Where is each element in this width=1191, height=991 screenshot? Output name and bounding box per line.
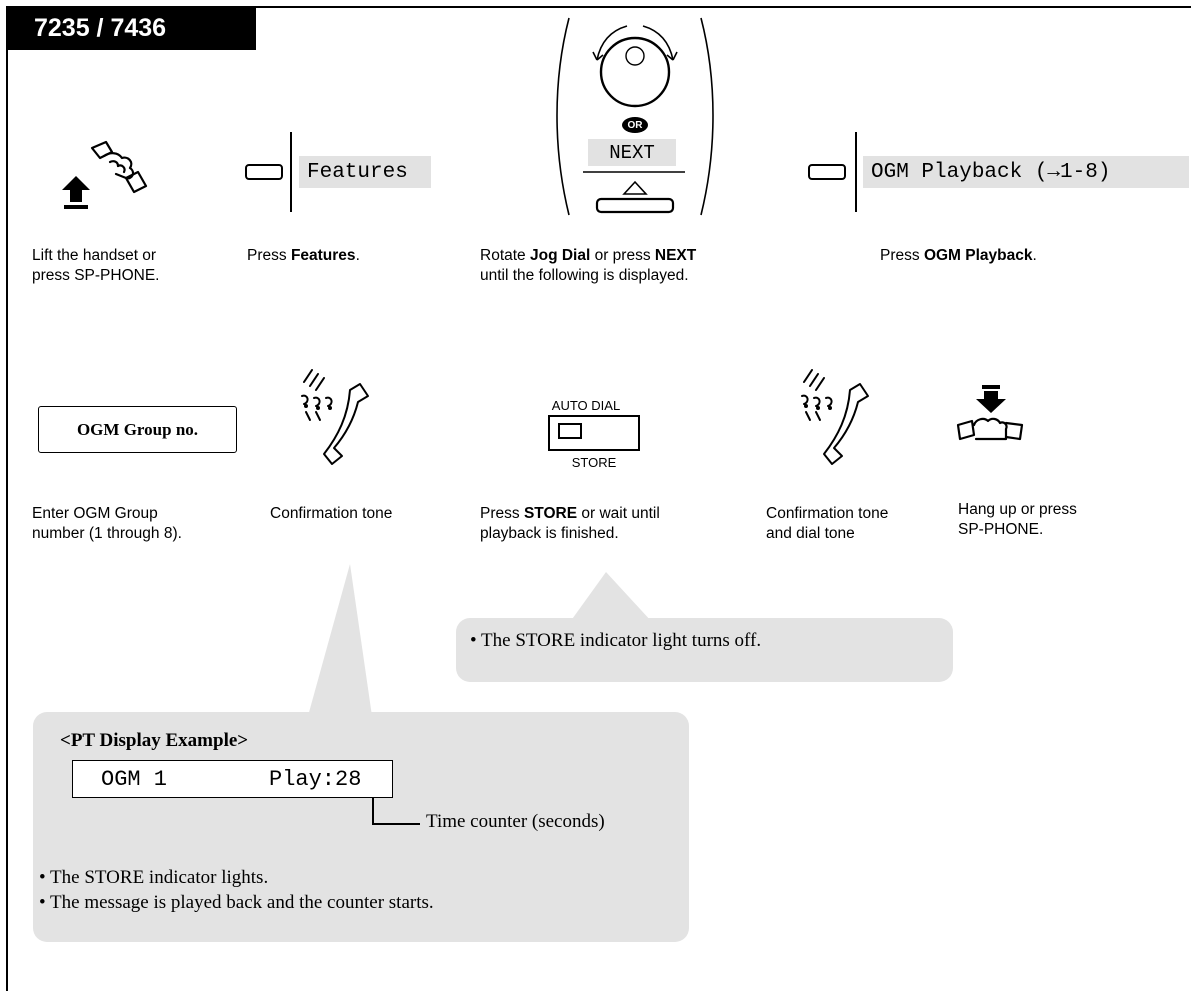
ogm-playback-soft-key[interactable] <box>808 164 846 180</box>
store-note-pointer <box>570 572 652 622</box>
pt-display-pointer <box>308 564 372 716</box>
step3-caption-line1: Rotate Jog Dial or press NEXT <box>480 246 800 266</box>
pt-display-title: <PT Display Example> <box>60 730 249 751</box>
store-key[interactable] <box>548 415 640 451</box>
confirmation-tone-handset-icon <box>301 369 369 465</box>
row2-step4-caption: Confirmation tone and dial tone <box>766 504 956 544</box>
step3-caption-bold1: Jog Dial <box>529 247 591 264</box>
next-button[interactable] <box>596 196 676 216</box>
pt-bullet-1: • The STORE indicator lights. <box>39 867 269 888</box>
row2-step3-caption-line1: Press STORE or wait until <box>480 504 740 524</box>
frame-left-border <box>6 6 8 991</box>
step3-caption-pre: Rotate <box>480 247 530 264</box>
step4-caption-pre: Press <box>880 247 924 264</box>
step4-caption-post: . <box>1032 247 1037 264</box>
handset-lift-icon <box>62 140 148 209</box>
ogm-playback-display: OGM Playback (→1-8) <box>863 156 1189 188</box>
row2-step2-caption: Confirmation tone <box>270 504 460 524</box>
display-edge-bar-2 <box>855 132 857 212</box>
step2-caption-pre: Press <box>247 247 291 264</box>
auto-dial-label: AUTO DIAL <box>551 398 621 413</box>
step3-caption-bold2: NEXT <box>654 247 697 264</box>
step2-caption-bold: Features <box>290 247 356 264</box>
row2-step1-caption-line2: number (1 through 8). <box>32 525 182 542</box>
features-soft-key[interactable] <box>245 164 283 180</box>
ogm-playback-display-text: OGM Playback (→1-8) <box>871 160 1111 184</box>
or-badge: OR <box>622 117 648 133</box>
store-off-note: • The STORE indicator light turns off. <box>456 618 953 682</box>
ogm-group-no-label: OGM Group no. <box>76 419 199 439</box>
row2-step3-caption-line2: playback is finished. <box>480 525 619 542</box>
dial-tone-handset-icon <box>801 369 869 465</box>
row2-step2-caption-line1: Confirmation tone <box>270 505 393 522</box>
pt-lcd-left: OGM 1 <box>101 767 168 792</box>
store-indicator <box>558 423 582 439</box>
row2-step5-caption: Hang up or press SP-PHONE. <box>958 500 1158 540</box>
step2-caption: Press Features. <box>247 246 437 266</box>
jog-dial-group <box>556 17 714 216</box>
pt-display-example-box: <PT Display Example> OGM 1 Play:28 Time … <box>33 712 689 942</box>
or-badge-label: OR <box>627 119 643 131</box>
step3-caption: Rotate Jog Dial or press NEXT until the … <box>480 246 800 286</box>
row2-step3-caption-pre: Press <box>480 505 524 522</box>
row2-step5-caption-line2: SP-PHONE. <box>958 521 1044 538</box>
frame-top-border <box>6 6 1191 8</box>
step1-caption-line1: Lift the handset or <box>32 247 157 264</box>
features-display-text: Features <box>307 160 408 184</box>
row2-step1-caption-line1: Enter OGM Group <box>32 505 158 522</box>
counter-leader-horizontal <box>372 823 420 825</box>
step3-caption-line2: until the following is displayed. <box>480 267 689 284</box>
store-off-note-text: • The STORE indicator light turns off. <box>470 630 762 651</box>
next-display: NEXT <box>588 139 676 166</box>
model-tab: 7235 / 7436 <box>6 6 256 50</box>
pt-lcd-right: Play:28 <box>269 767 362 792</box>
features-display: Features <box>299 156 431 188</box>
row2-step1-caption: Enter OGM Group number (1 through 8). <box>32 504 252 544</box>
step1-caption: Lift the handset or press SP-PHONE. <box>32 246 232 286</box>
row2-step3-caption-post: or wait until <box>577 505 660 522</box>
row2-step4-caption-line2: and dial tone <box>766 525 855 542</box>
counter-leader-vertical <box>372 798 374 824</box>
pt-bullet-2: • The message is played back and the cou… <box>39 892 434 913</box>
step4-caption-bold: OGM Playback <box>923 247 1033 264</box>
pt-lcd-display: OGM 1 Play:28 <box>72 760 393 798</box>
display-edge-bar <box>290 132 292 212</box>
row2-step3-caption-bold: STORE <box>523 505 578 522</box>
step3-caption-mid: or press <box>590 247 655 264</box>
step2-caption-post: . <box>355 247 360 264</box>
step4-caption: Press OGM Playback. <box>880 246 1170 266</box>
step1-caption-line2: press SP-PHONE. <box>32 267 160 284</box>
store-label: STORE <box>571 455 617 470</box>
row2-step3-caption: Press STORE or wait until playback is fi… <box>480 504 740 544</box>
row2-step5-caption-line1: Hang up or press <box>958 501 1077 518</box>
row2-step4-caption-line1: Confirmation tone <box>766 505 889 522</box>
next-display-text: NEXT <box>609 141 655 164</box>
model-label: 7235 / 7436 <box>34 13 167 42</box>
hang-up-icon <box>956 385 1024 441</box>
ogm-group-no-box[interactable]: OGM Group no. <box>38 406 237 453</box>
time-counter-label: Time counter (seconds) <box>426 811 605 832</box>
